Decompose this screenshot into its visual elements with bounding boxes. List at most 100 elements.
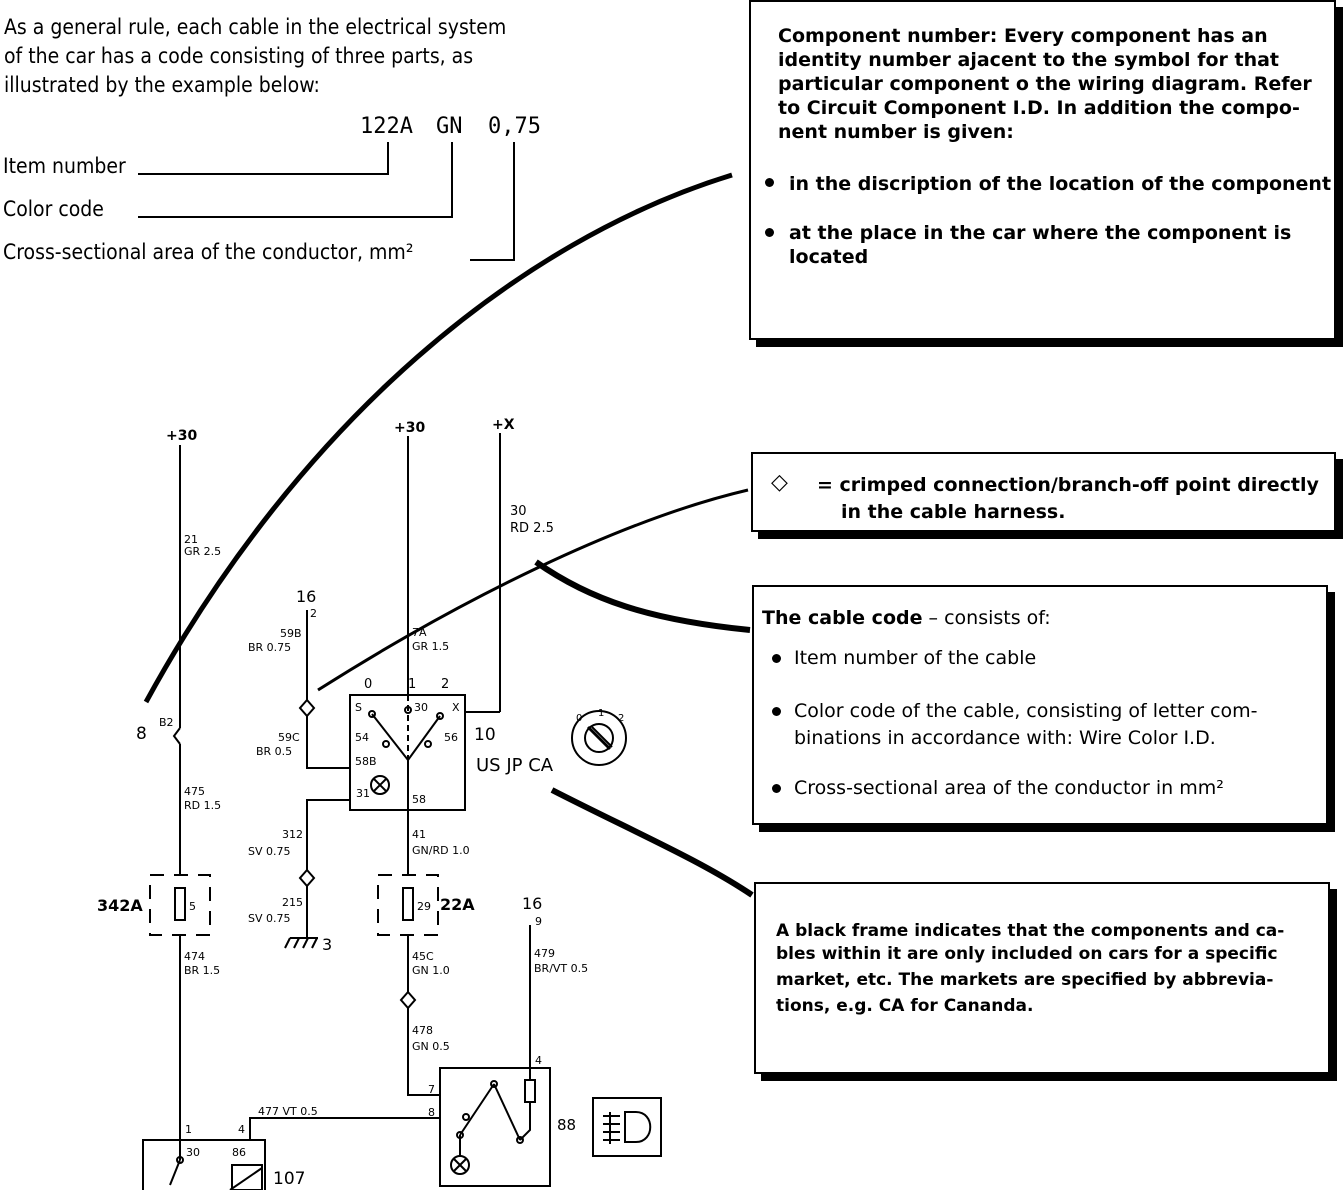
callout-curve-component xyxy=(143,172,733,704)
wire-478-num: 478 xyxy=(412,1024,433,1037)
cable-box-heading-rest: – consists of: xyxy=(922,607,1051,629)
bullet-icon xyxy=(765,228,774,237)
leader-color xyxy=(138,142,453,218)
wire-477 xyxy=(249,1117,440,1140)
ground-3-label: 3 xyxy=(322,935,332,954)
switch-88-pin-7: 7 xyxy=(428,1083,435,1096)
fuse-22a xyxy=(402,887,414,921)
wire-215-spec: SV 0.75 xyxy=(248,912,291,925)
frame-box-line-4: tions, e.g. CA for Cananda. xyxy=(776,996,1034,1016)
node-16-a-pin: 2 xyxy=(310,607,317,620)
crimp-box-line-2: in the cable harness. xyxy=(841,501,1066,523)
cable-box-heading: The cable code xyxy=(762,607,923,629)
component-number-box: Component number: Every component has an… xyxy=(749,0,1336,340)
wire-45c-num: 45C xyxy=(412,950,434,963)
callout-curve-frame xyxy=(550,787,754,898)
wire-477-label: 477 VT 0.5 xyxy=(258,1105,318,1118)
frame-box-line-1: A black frame indicates that the compone… xyxy=(776,921,1285,941)
switch-term-31: 31 xyxy=(356,787,370,800)
component-box-line-3: particular component o the wiring diagra… xyxy=(778,73,1312,95)
switch-term-x: X xyxy=(452,701,460,714)
fuse-342a-pin: 5 xyxy=(189,900,196,913)
wire-479-num: 479 xyxy=(534,947,555,960)
relay-term-30: 30 xyxy=(186,1146,200,1159)
component-box-bullet-2b: located xyxy=(789,246,869,268)
bullet-icon xyxy=(772,654,781,663)
crimp-box-line-1: = crimped connection/branch-off point di… xyxy=(817,474,1319,496)
cable-code-box: The cable code – consists of: Item numbe… xyxy=(752,585,1328,825)
wire-312 xyxy=(306,799,350,870)
switch-pos-2: 2 xyxy=(441,677,449,692)
fuse-22a-pin: 29 xyxy=(417,900,431,913)
node-16-b: 16 xyxy=(522,894,542,913)
wire-21-spec: GR 2.5 xyxy=(184,545,221,558)
component-10-label: 10 xyxy=(474,725,496,745)
switch-pos-0: 0 xyxy=(364,677,372,692)
node-16-b-pin: 9 xyxy=(535,915,542,928)
wire-30-num: 30 xyxy=(510,504,527,519)
cable-box-bullet-3: Cross-sectional area of the conductor in… xyxy=(794,777,1224,799)
example-color-code: GN xyxy=(436,114,463,139)
ignition-key-icon xyxy=(571,710,627,766)
component-box-bullet-2a: at the place in the car where the compon… xyxy=(789,222,1292,244)
component-box-bullet-1: in the discription of the location of th… xyxy=(789,173,1332,195)
switch-lamp-icon xyxy=(370,775,390,795)
fuse-22a-label: 22A xyxy=(440,895,475,914)
black-frame-box: A black frame indicates that the compone… xyxy=(754,882,1330,1074)
callout-curve-crimp xyxy=(317,488,749,692)
switch-88-pin-4: 4 xyxy=(535,1054,542,1067)
key-pos-2: 2 xyxy=(618,713,624,724)
fog-light-icon-frame xyxy=(592,1097,662,1157)
crimp-45c xyxy=(399,990,417,1010)
switch-term-30: 30 xyxy=(414,701,428,714)
component-box-line-2: identity number ajacent to the symbol fo… xyxy=(778,49,1280,71)
crimp-diamond-icon: ◇ xyxy=(771,470,788,495)
cable-box-bullet-2a: Color code of the cable, consisting of l… xyxy=(794,700,1258,722)
connector-8-symbol xyxy=(172,727,181,745)
fuse-342a-frame xyxy=(149,874,211,936)
wire-474-spec: BR 1.5 xyxy=(184,964,220,977)
example-area: 0,75 xyxy=(488,114,541,139)
relay-pin-1: 1 xyxy=(185,1123,192,1136)
switch-term-58b: 58B xyxy=(355,755,377,768)
relay-107 xyxy=(142,1139,266,1190)
wire-478 xyxy=(407,1008,440,1096)
intro-line-3: illustrated by the example below: xyxy=(4,73,320,97)
switch-term-54: 54 xyxy=(355,731,369,744)
wire-59b-spec: BR 0.75 xyxy=(248,641,291,654)
callout-curve-cable xyxy=(534,559,751,633)
label-plus30-mid: +30 xyxy=(394,420,425,436)
connector-8-pin: B2 xyxy=(159,716,174,729)
crimped-connection-box: ◇ = crimped connection/branch-off point … xyxy=(751,452,1336,532)
component-box-line-5: nent number is given: xyxy=(778,121,1014,143)
wire-312-spec: SV 0.75 xyxy=(248,845,291,858)
label-plus-x: +X xyxy=(492,417,515,433)
example-item-number: 122A xyxy=(360,114,413,139)
wire-59c-num: 59C xyxy=(278,731,300,744)
wire-479-spec: BR/VT 0.5 xyxy=(534,962,588,975)
wire-215-num: 215 xyxy=(282,896,303,909)
label-plus30-left: +30 xyxy=(166,428,197,444)
bullet-icon xyxy=(765,178,774,187)
bullet-icon xyxy=(772,784,781,793)
market-abbreviations: US JP CA xyxy=(476,755,554,776)
wire-474-num: 474 xyxy=(184,950,205,963)
label-cross-section: Cross-sectional area of the conductor, m… xyxy=(3,240,414,264)
wire-475-spec: RD 1.5 xyxy=(184,799,221,812)
node-16-a: 16 xyxy=(296,587,316,606)
label-item-number: Item number xyxy=(3,154,126,178)
wire-478-spec: GN 0.5 xyxy=(412,1040,450,1053)
leader-area xyxy=(470,142,515,261)
wire-59c xyxy=(306,716,350,769)
switch-88-pin-8: 8 xyxy=(428,1106,435,1119)
wire-59b-num: 59B xyxy=(280,627,302,640)
label-color-code: Color code xyxy=(3,197,104,221)
connector-8-label: 8 xyxy=(136,724,147,744)
light-switch-88 xyxy=(439,1067,551,1187)
cable-box-bullet-2b: binations in accordance with: Wire Color… xyxy=(794,727,1216,749)
switch-pos-1: 1 xyxy=(408,677,416,692)
wire-7a-spec: GR 1.5 xyxy=(412,640,449,653)
component-box-line-1: Component number: Every component has an xyxy=(778,25,1268,47)
leader-item xyxy=(138,142,389,175)
